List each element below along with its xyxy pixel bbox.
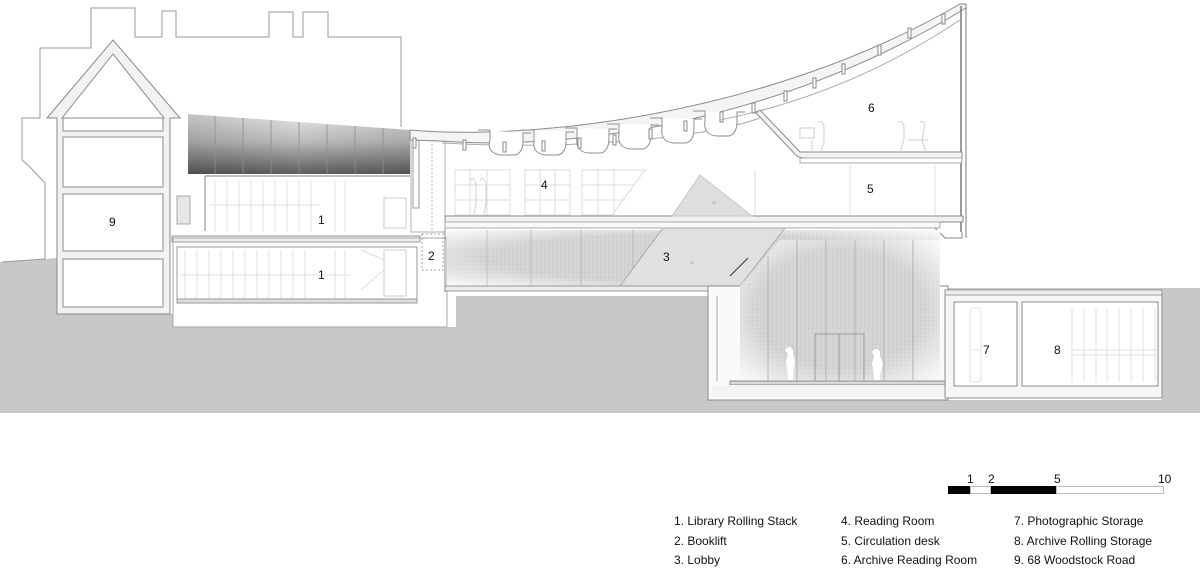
- building-9: [45, 39, 182, 315]
- neighbour-outline: [1, 7, 402, 263]
- library-stacks: [171, 175, 448, 328]
- legend-column-1: 1. Library Rolling Stack 2. Booklift 3. …: [674, 512, 797, 571]
- room-label-4: 4: [541, 178, 548, 192]
- scale-seg-5-10: [1056, 486, 1164, 494]
- scale-seg-2-5: [991, 486, 1056, 494]
- svg-text:⌀: ⌀: [690, 260, 694, 266]
- legend-item: 5. Circulation desk: [841, 533, 940, 548]
- room-label-6: 6: [868, 101, 875, 115]
- legend-item: 2. Booklift: [674, 533, 727, 548]
- legend-item: 7. Photographic Storage: [1014, 514, 1144, 528]
- legend-item: 6. Archive Reading Room: [841, 553, 978, 567]
- legend-column-2: 4. Reading Room 5. Circulation desk 6. A…: [841, 512, 977, 571]
- scale-tick-2: 2: [988, 472, 995, 486]
- room-label-7: 7: [983, 343, 990, 357]
- scale-seg-0-1: [948, 486, 970, 494]
- legend-item: 4. Reading Room: [841, 514, 935, 528]
- legend-item: 8. Archive Rolling Storage: [1014, 533, 1153, 548]
- room-label-1-upper: 1: [318, 213, 325, 227]
- legend-column-3: 7. Photographic Storage 8. Archive Rolli…: [1014, 512, 1152, 571]
- room-label-8: 8: [1054, 343, 1061, 357]
- lobby-stair-upper: ⌀: [671, 174, 754, 217]
- room-label-1-lower: 1: [318, 268, 325, 282]
- legend-item: 1. Library Rolling Stack: [674, 514, 798, 528]
- scale-tick-5: 5: [1054, 472, 1061, 486]
- room-label-3: 3: [663, 250, 670, 264]
- right-facade: [960, 6, 967, 238]
- scale-seg-1-2: [970, 486, 991, 494]
- scale-tick-10: 10: [1158, 472, 1172, 486]
- basement-hall: [707, 240, 950, 401]
- reading-room-shelving: [454, 165, 936, 216]
- legend: 1. Library Rolling Stack 2. Booklift 3. …: [674, 512, 1194, 567]
- legend-item: 9. 68 Woodstock Road: [1014, 553, 1136, 567]
- storage-rooms: [944, 289, 1163, 399]
- svg-text:⌀: ⌀: [712, 200, 716, 206]
- room-label-9: 9: [109, 215, 116, 229]
- scale-tick-1: 1: [967, 472, 974, 486]
- room-labels: 9 1 1 2 3 4 5 6 7 8: [109, 101, 1061, 357]
- legend-item: 3. Lobby: [674, 553, 721, 567]
- archive-reading-mezzanine: [755, 109, 963, 164]
- reading-room-roof: [409, 3, 967, 156]
- room-label-2: 2: [428, 249, 435, 263]
- library-roof: [188, 114, 410, 174]
- room-label-5: 5: [867, 182, 874, 196]
